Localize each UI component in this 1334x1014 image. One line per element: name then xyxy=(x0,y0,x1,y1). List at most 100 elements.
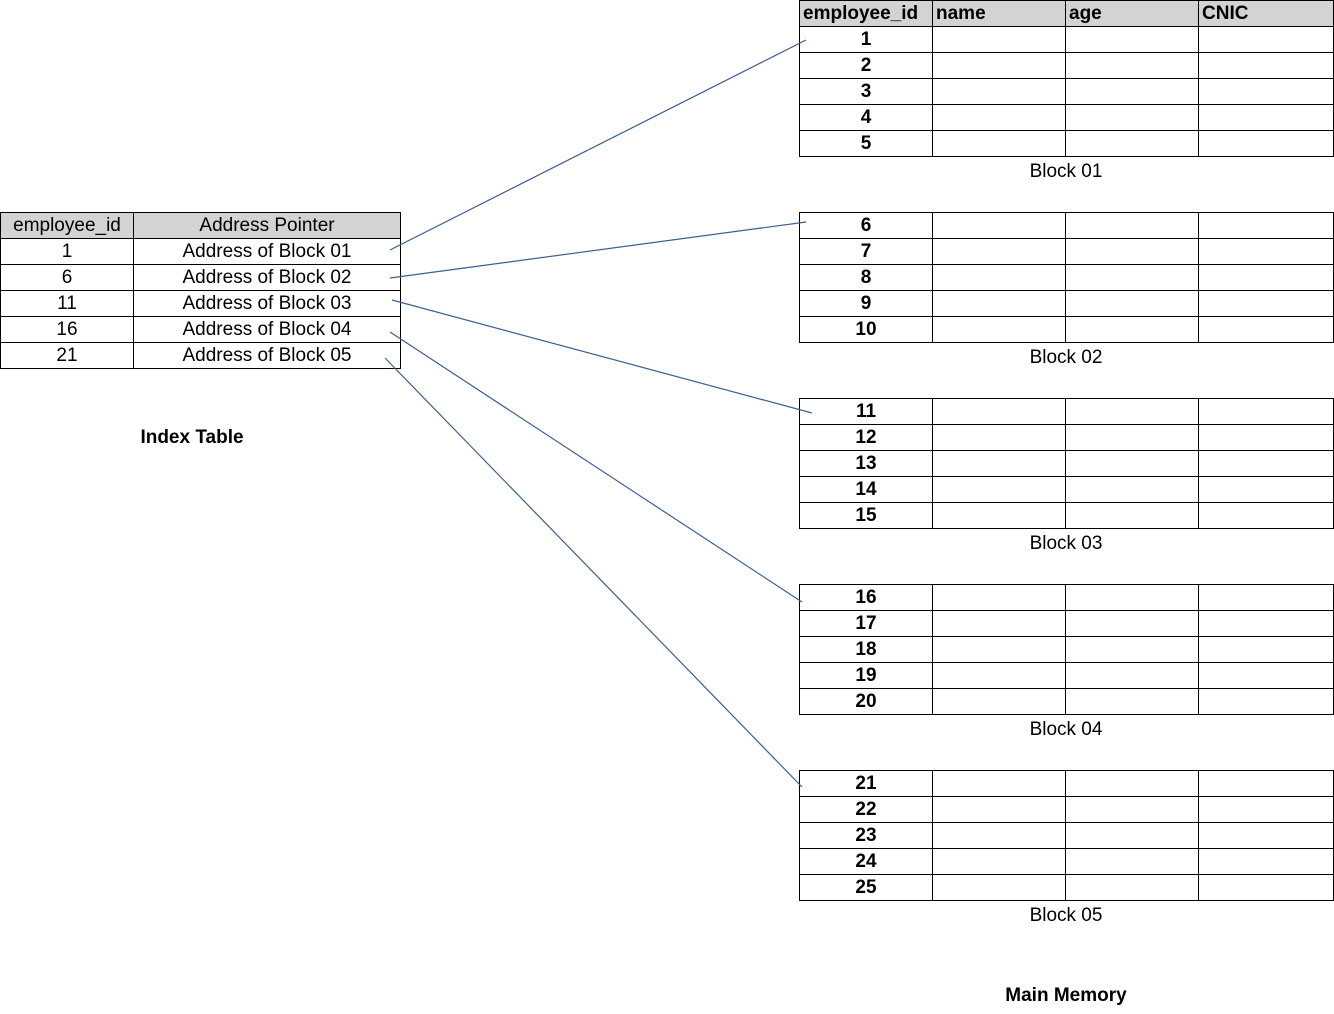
record-id: 23 xyxy=(799,822,933,849)
age-cell xyxy=(1065,476,1199,503)
name-cell xyxy=(932,290,1066,317)
block-04-label: Block 04 xyxy=(1029,719,1103,740)
cnic-cell xyxy=(1198,450,1334,477)
memory-block-02: 6 7 8 9 10 xyxy=(799,212,1334,343)
table-row: 22 xyxy=(799,796,1334,823)
name-cell xyxy=(932,770,1066,797)
cnic-cell xyxy=(1198,26,1334,53)
name-cell xyxy=(932,26,1066,53)
age-cell xyxy=(1065,316,1199,343)
cnic-cell xyxy=(1198,290,1334,317)
table-row: 2 xyxy=(799,52,1334,79)
age-cell xyxy=(1065,238,1199,265)
cnic-cell xyxy=(1198,662,1334,689)
age-cell xyxy=(1065,104,1199,131)
index-table-caption: Index Table xyxy=(140,427,244,448)
table-row: 1 xyxy=(799,26,1334,53)
memory-header-employee-id: employee_id xyxy=(799,0,933,27)
table-row: 11 Address of Block 03 xyxy=(0,290,401,317)
table-row: 5 xyxy=(799,130,1334,157)
name-cell xyxy=(932,636,1066,663)
name-cell xyxy=(932,450,1066,477)
index-header-address-pointer: Address Pointer xyxy=(133,212,401,239)
record-id: 18 xyxy=(799,636,933,663)
index-employee-id: 21 xyxy=(0,342,134,369)
record-id: 5 xyxy=(799,130,933,157)
pointer-line-block-05 xyxy=(384,357,803,788)
cnic-cell xyxy=(1198,848,1334,875)
table-row: 6 Address of Block 02 xyxy=(0,264,401,291)
age-cell xyxy=(1065,770,1199,797)
table-row: 9 xyxy=(799,290,1334,317)
table-row: 12 xyxy=(799,424,1334,451)
record-id: 17 xyxy=(799,610,933,637)
cnic-cell xyxy=(1198,52,1334,79)
name-cell xyxy=(932,424,1066,451)
age-cell xyxy=(1065,610,1199,637)
name-cell xyxy=(932,822,1066,849)
table-row: 4 xyxy=(799,104,1334,131)
cnic-cell xyxy=(1198,316,1334,343)
memory-header-cnic: CNIC xyxy=(1198,0,1334,27)
name-cell xyxy=(932,52,1066,79)
record-id: 8 xyxy=(799,264,933,291)
index-address: Address of Block 01 xyxy=(133,238,401,265)
age-cell xyxy=(1065,212,1199,239)
age-cell xyxy=(1065,796,1199,823)
name-cell xyxy=(932,610,1066,637)
age-cell xyxy=(1065,290,1199,317)
name-cell xyxy=(932,688,1066,715)
record-id: 7 xyxy=(799,238,933,265)
table-row: 13 xyxy=(799,450,1334,477)
name-cell xyxy=(932,662,1066,689)
name-cell xyxy=(932,238,1066,265)
memory-block-01: employee_id name age CNIC 1 2 3 4 5 xyxy=(799,0,1334,157)
index-table-header: employee_id Address Pointer xyxy=(0,212,401,239)
record-id: 1 xyxy=(799,26,933,53)
index-table: employee_id Address Pointer 1 Address of… xyxy=(0,212,401,369)
memory-block-04: 16 17 18 19 20 xyxy=(799,584,1334,715)
memory-block-03: 11 12 13 14 15 xyxy=(799,398,1334,529)
age-cell xyxy=(1065,688,1199,715)
age-cell xyxy=(1065,264,1199,291)
table-row: 20 xyxy=(799,688,1334,715)
name-cell xyxy=(932,104,1066,131)
cnic-cell xyxy=(1198,78,1334,105)
table-row: 24 xyxy=(799,848,1334,875)
index-employee-id: 1 xyxy=(0,238,134,265)
pointer-line-block-01 xyxy=(389,39,807,251)
table-row: 25 xyxy=(799,874,1334,901)
index-header-employee-id: employee_id xyxy=(0,212,134,239)
block-01-label: Block 01 xyxy=(1029,161,1103,182)
age-cell xyxy=(1065,822,1199,849)
memory-table-header: employee_id name age CNIC xyxy=(799,0,1334,27)
age-cell xyxy=(1065,662,1199,689)
age-cell xyxy=(1065,52,1199,79)
cnic-cell xyxy=(1198,130,1334,157)
record-id: 16 xyxy=(799,584,933,611)
table-row: 18 xyxy=(799,636,1334,663)
table-row: 7 xyxy=(799,238,1334,265)
pointer-line-block-03 xyxy=(391,299,813,414)
table-row: 11 xyxy=(799,398,1334,425)
index-address: Address of Block 04 xyxy=(133,316,401,343)
table-row: 16 Address of Block 04 xyxy=(0,316,401,343)
cnic-cell xyxy=(1198,476,1334,503)
age-cell xyxy=(1065,584,1199,611)
table-row: 6 xyxy=(799,212,1334,239)
age-cell xyxy=(1065,874,1199,901)
cnic-cell xyxy=(1198,610,1334,637)
main-memory-caption: Main Memory xyxy=(1005,985,1127,1006)
index-employee-id: 6 xyxy=(0,264,134,291)
cnic-cell xyxy=(1198,104,1334,131)
cnic-cell xyxy=(1198,584,1334,611)
pointer-line-block-04 xyxy=(389,331,803,603)
name-cell xyxy=(932,130,1066,157)
record-id: 20 xyxy=(799,688,933,715)
cnic-cell xyxy=(1198,874,1334,901)
block-03-label: Block 03 xyxy=(1029,533,1103,554)
cnic-cell xyxy=(1198,502,1334,529)
name-cell xyxy=(932,848,1066,875)
table-row: 8 xyxy=(799,264,1334,291)
age-cell xyxy=(1065,502,1199,529)
